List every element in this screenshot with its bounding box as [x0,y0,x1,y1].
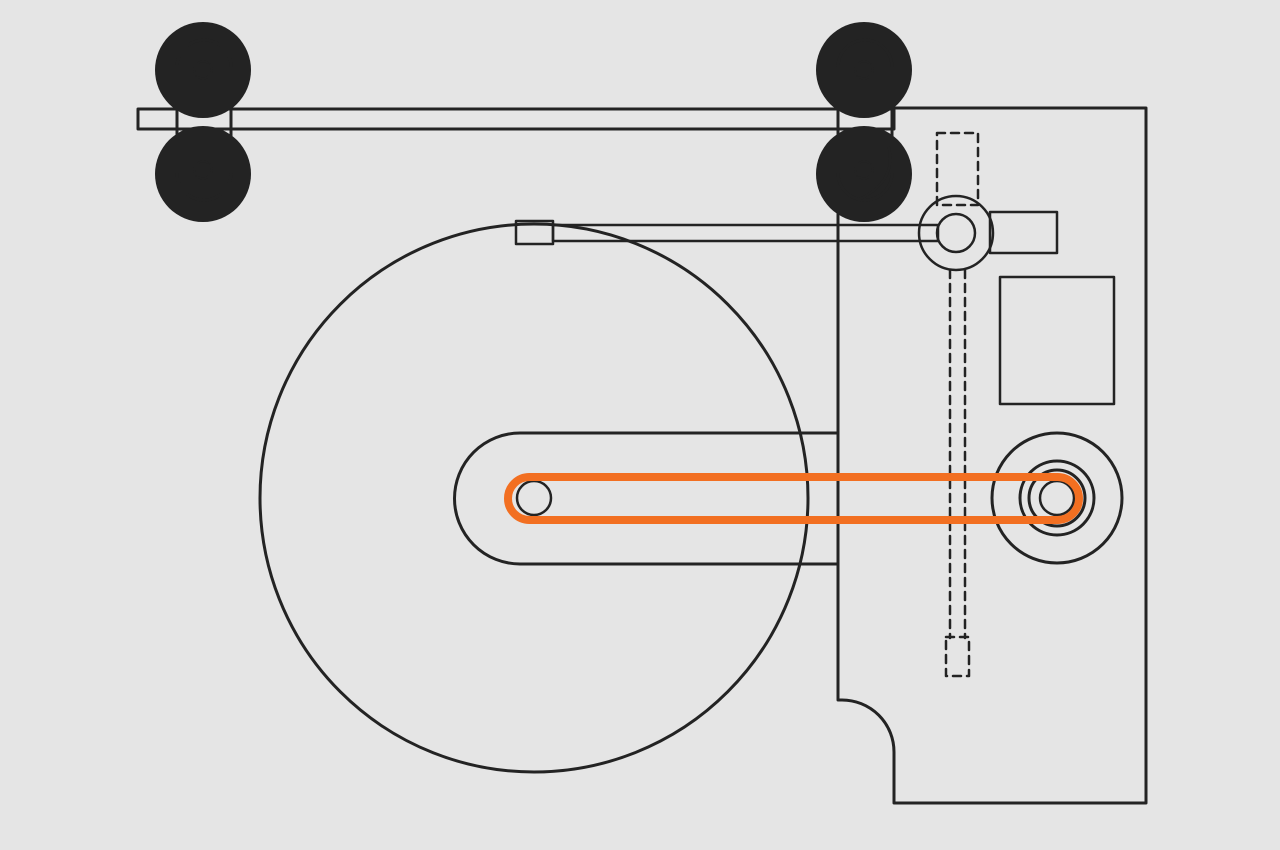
roller-wheel-icon [816,126,912,222]
left-roller-plate [175,38,233,202]
plate-edge-detail [860,146,892,200]
pulley-outer [1018,459,1096,537]
drive-belt [504,473,1083,524]
screw-icon [193,60,213,80]
roller-wheel-icon [155,126,251,222]
tonearm-lift-column [935,131,980,678]
tonearm-icon [514,194,1059,272]
sub-platter-slot [453,431,840,566]
tonearm-headshell [514,219,555,246]
tonearm-counterweight [988,210,1059,255]
motor-housing [990,431,1124,565]
guide-rail [136,107,896,131]
control-box [998,275,1116,406]
roller-mount-plates [175,38,894,202]
screw-icon [854,160,874,180]
right-roller-plate [836,38,894,202]
tonearm-pivot [935,212,977,254]
tonearm-pivot-base [917,194,995,272]
pulley-inner [1027,468,1087,528]
turntable-platter-icon [258,222,810,774]
lift-column-base [944,635,971,678]
screw-icon [854,60,874,80]
screw-group [193,60,874,180]
chassis-body [836,106,1148,805]
screw-icon [193,160,213,180]
pulley-icon [990,431,1124,565]
drive-belt-icon [504,473,1083,524]
lift-column-top [935,131,980,207]
